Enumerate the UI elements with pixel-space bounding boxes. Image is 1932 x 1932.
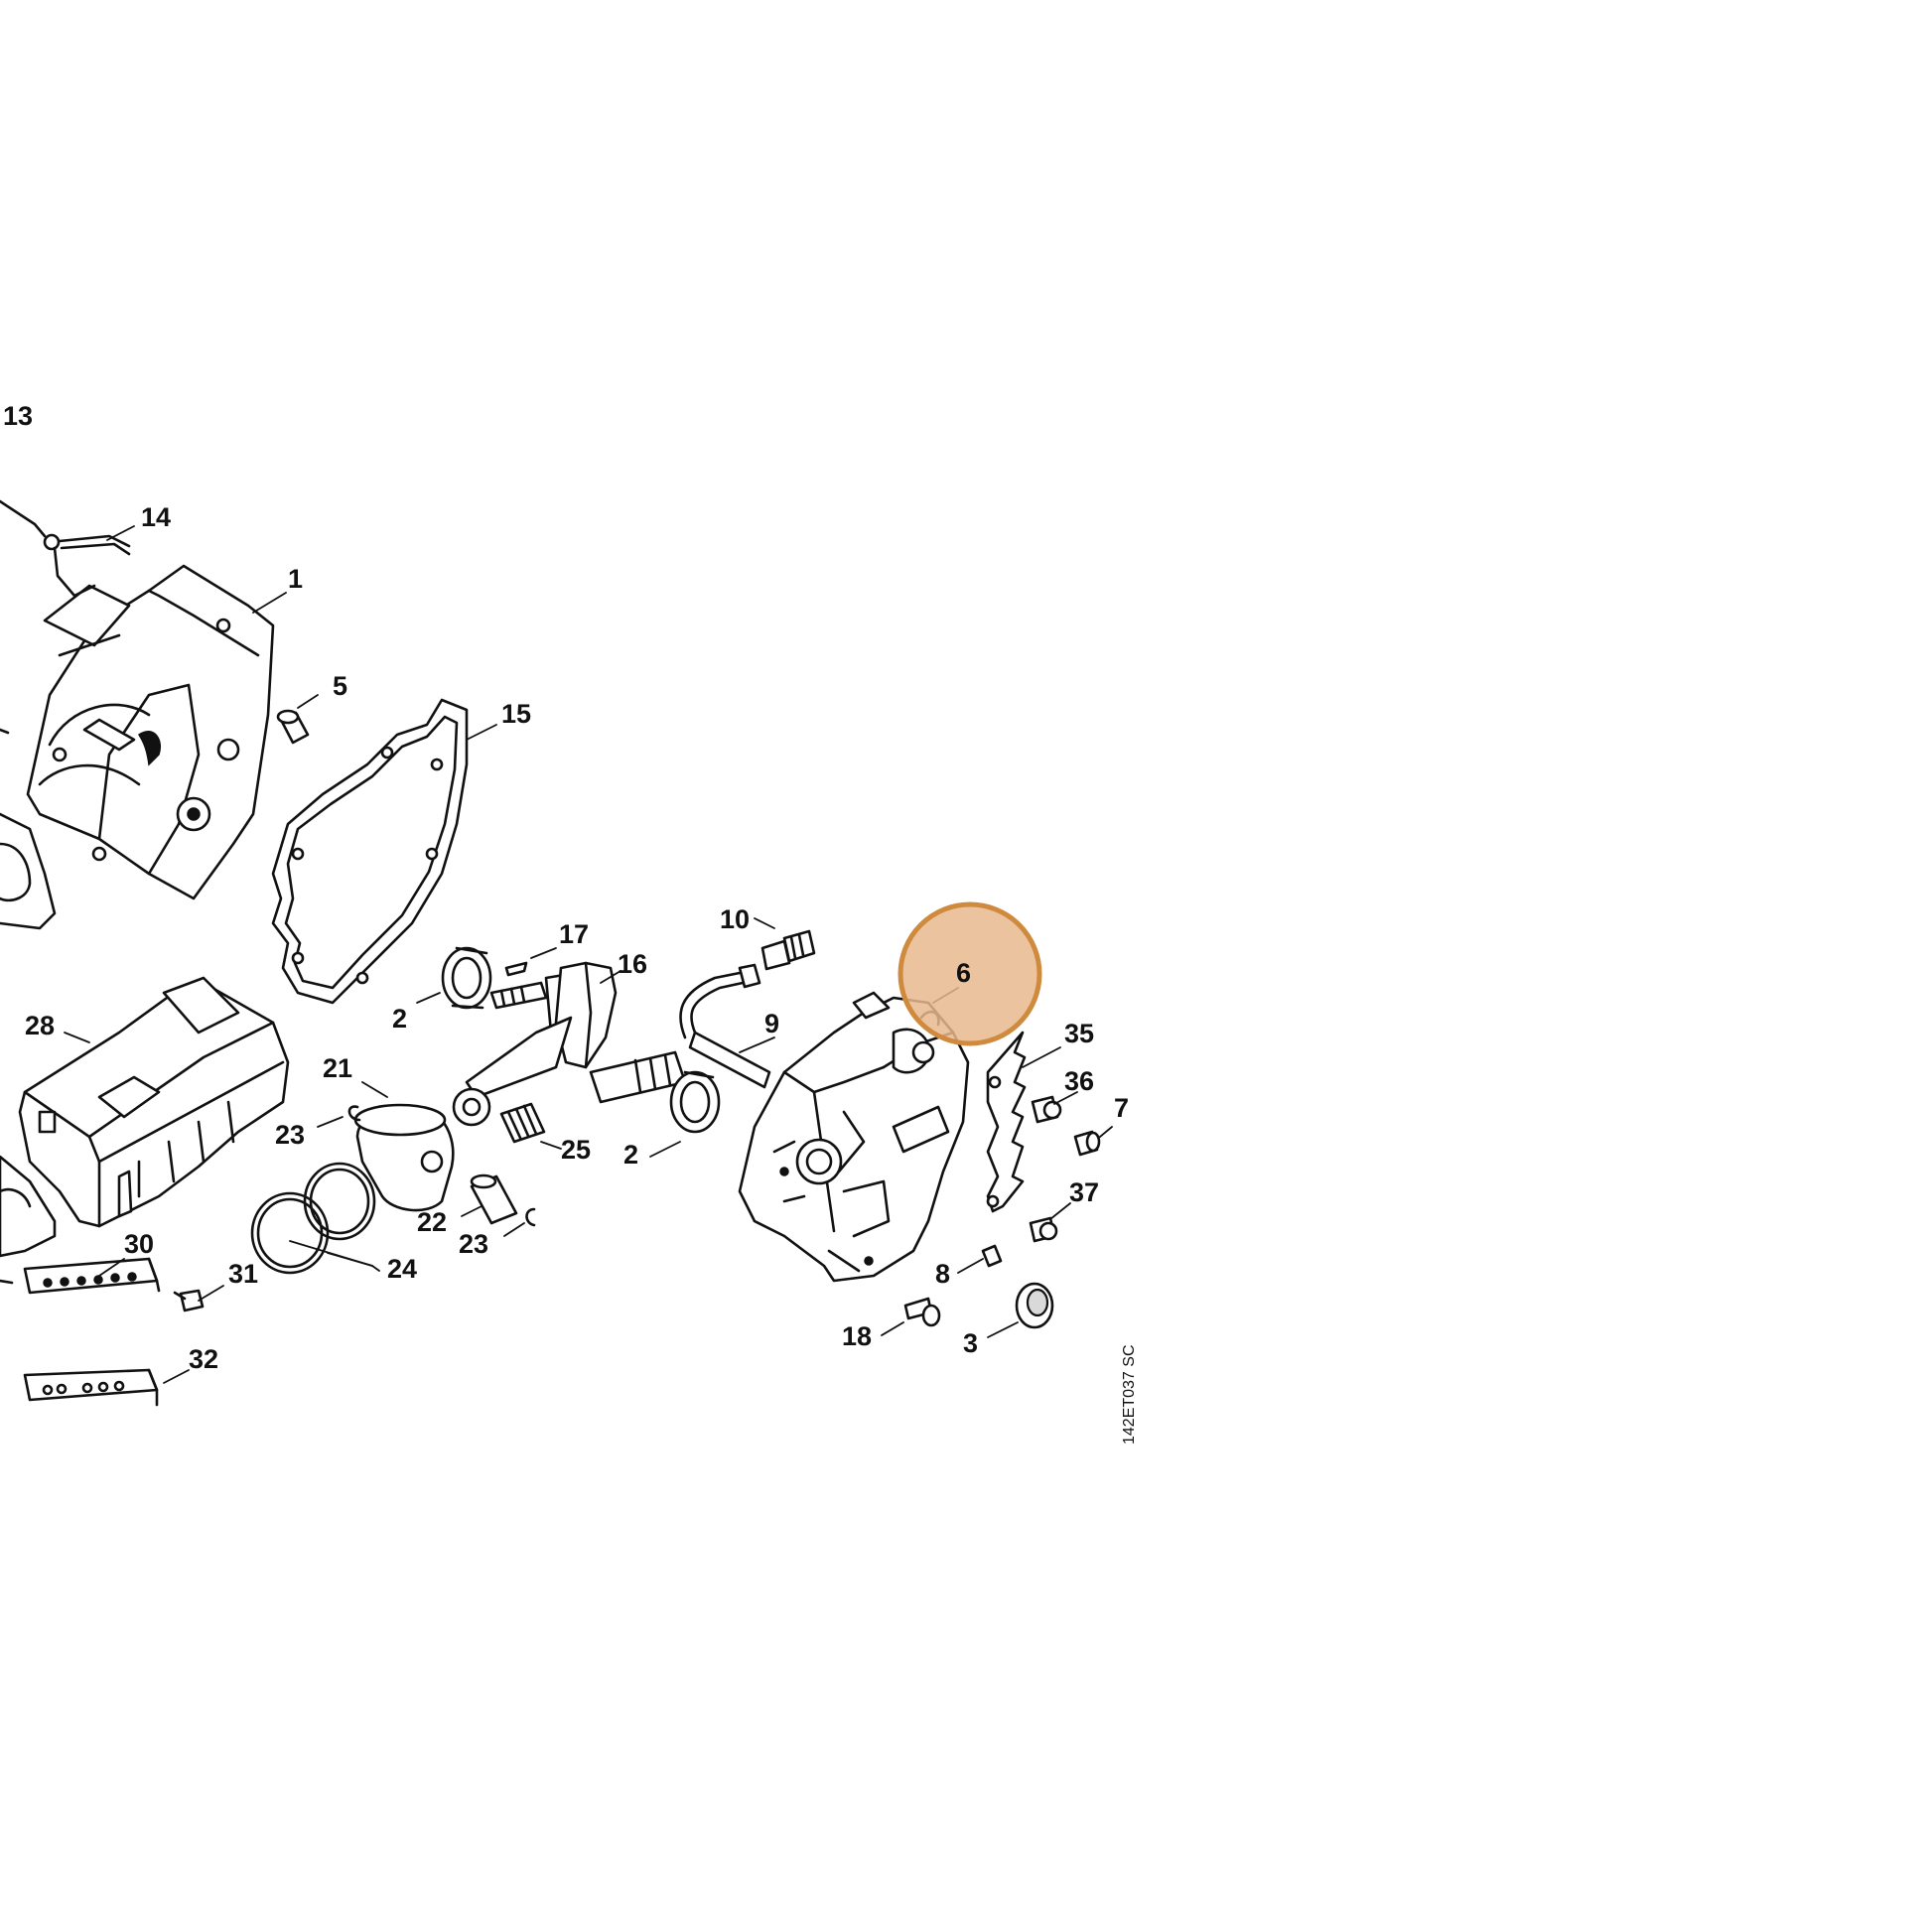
crankshaft [452,961,687,1127]
housing-part-28 [18,976,290,1228]
circlip-lower [525,1207,536,1227]
crankcase-gasket [271,698,469,1005]
screw-18 [903,1297,941,1327]
screw-8 [981,1244,1003,1268]
label-30: 30 [124,1229,154,1259]
needle-cage [499,1102,546,1144]
piston [353,1103,455,1212]
engine-housing-left [0,564,275,930]
label-14: 14 [141,502,171,532]
label-23-lower: 23 [459,1229,488,1259]
label-21: 21 [323,1053,352,1083]
label-18: 18 [842,1321,872,1351]
label-24: 24 [387,1254,417,1284]
bearing-upper [441,946,492,1010]
sleeve-part-5 [276,709,310,745]
label-25: 25 [561,1135,591,1165]
bearing-lower [669,1070,721,1134]
screw-31 [173,1289,205,1312]
label-8: 8 [935,1259,950,1289]
filter-strip-30 [0,1257,161,1295]
label-5: 5 [333,671,347,701]
piston-pin [470,1173,518,1225]
label-37: 37 [1069,1177,1099,1207]
label-23-upper: 23 [275,1120,305,1150]
wire-harness [0,499,131,598]
label-10: 10 [720,904,750,934]
label-6: 6 [956,958,971,988]
screw-37 [1029,1216,1058,1243]
label-16: 16 [618,949,647,979]
sealing-strip [986,1031,1027,1213]
fitting-part-10 [760,929,816,971]
leader-lines [64,525,1113,1384]
label-2-upper: 2 [392,1004,407,1034]
drawing-reference-code: 142ET037 SC [1121,1344,1138,1445]
label-36: 36 [1064,1066,1094,1096]
crankcase-right [738,991,970,1283]
housing-partial-left [0,1155,57,1258]
label-31: 31 [228,1259,258,1289]
label-7: 7 [1114,1093,1129,1123]
tube-part-9 [679,963,771,1089]
label-9: 9 [764,1009,779,1038]
filter-strip-32 [23,1368,159,1407]
woodruff-key [504,961,528,977]
label-32: 32 [189,1344,218,1374]
label-22: 22 [417,1207,447,1237]
piston-rings [250,1162,376,1275]
sleeve-7 [1073,1130,1101,1157]
label-3: 3 [963,1328,978,1358]
label-2-lower: 2 [623,1140,638,1170]
label-35: 35 [1064,1019,1094,1048]
label-13: 13 [3,401,33,431]
label-1: 1 [288,564,303,594]
circlip-upper [347,1105,361,1122]
label-15: 15 [501,699,531,729]
callout-labels: 13 14 1 5 15 10 17 16 6 35 36 7 28 2 9 2… [3,401,1129,1374]
screw-36 [1031,1095,1062,1124]
label-28: 28 [25,1011,55,1040]
highlight-marker [897,901,1042,1046]
oil-seal [1015,1282,1054,1329]
label-17: 17 [559,919,589,949]
